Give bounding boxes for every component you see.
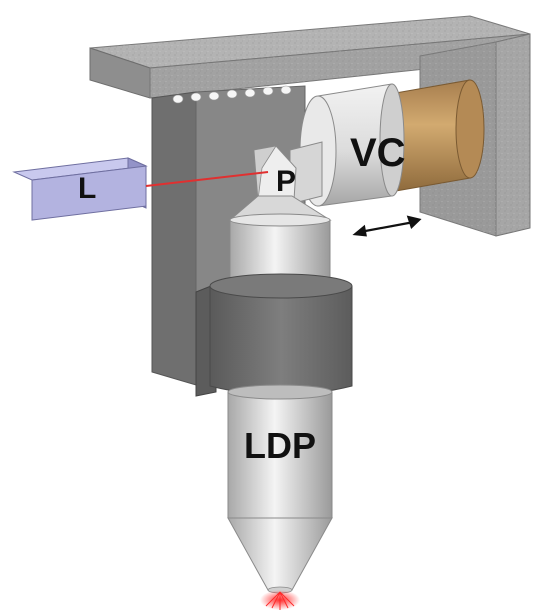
laser-source: L	[12, 157, 269, 221]
laser-label: L	[78, 172, 96, 205]
probe-tip-cone	[227, 517, 333, 591]
probe: LDP	[195, 195, 353, 610]
probe-label: LDP	[244, 425, 316, 466]
laser-box-front	[31, 165, 147, 221]
double-headed-arrow-icon	[352, 215, 422, 237]
bearing-balls	[172, 85, 292, 104]
voice-coil: VC	[299, 79, 485, 207]
probe-clamp	[195, 273, 353, 397]
voice-coil-label: VC	[350, 131, 406, 175]
laser-beam	[145, 171, 269, 187]
tip-emission	[260, 590, 300, 610]
prism-assembly: P	[253, 141, 323, 205]
plate-side	[151, 91, 197, 386]
prism-label: P	[276, 165, 296, 198]
